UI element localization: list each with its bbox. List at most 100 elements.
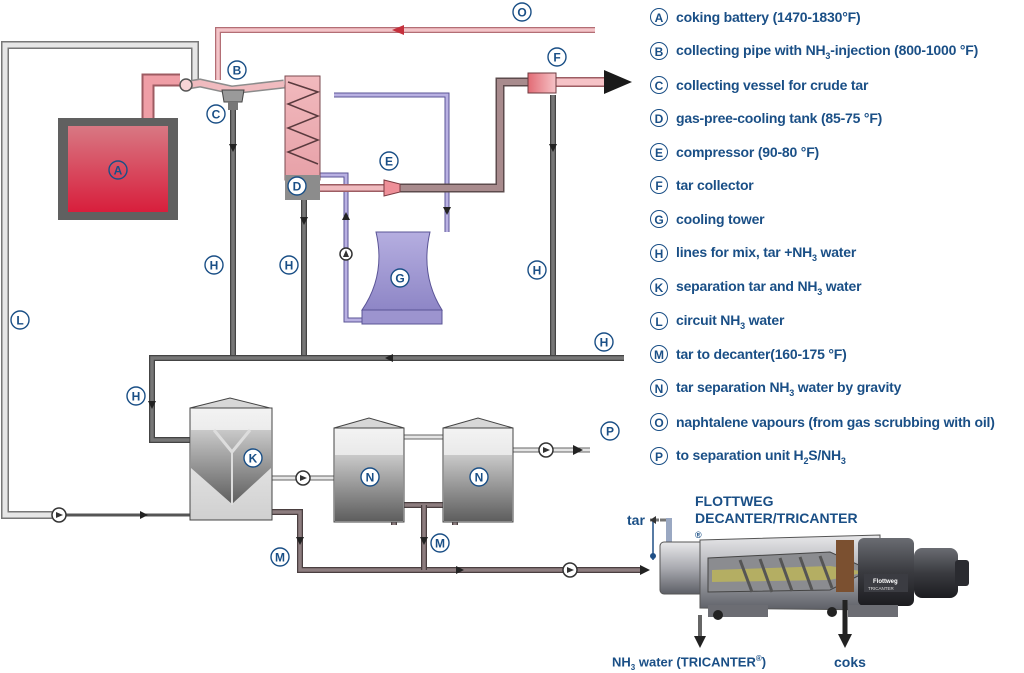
legend-text-h: lines for mix, tar +NH3 water (676, 243, 857, 263)
tar-collector-f (527, 72, 557, 94)
label-letter-a-1: A (114, 164, 123, 178)
label-circle-e-1 (379, 151, 399, 171)
separation-tank-k (189, 397, 273, 521)
label-letter-k-1: K (249, 452, 258, 466)
label-circle-o-1 (512, 2, 532, 22)
legend-text-p: to separation unit H2S/NH3 (676, 446, 846, 466)
label-letter-h-3: H (533, 264, 542, 278)
nh3-water-output-label: NH3 water (TRICANTER®) (612, 654, 767, 672)
legend-text-d: gas-pree-cooling tank (85-75 °F) (676, 110, 883, 126)
coks-output-label: coks (834, 654, 866, 670)
legend-item-l: L circuit NH3 water (650, 310, 784, 332)
legend-text-a: coking battery (1470-1830°F) (676, 9, 861, 25)
legend-text-g: cooling tower (676, 211, 765, 227)
label-letter-c-1: C (212, 108, 221, 122)
o-naphtalene-pipe (215, 25, 595, 80)
label-circle-m-2 (430, 533, 450, 553)
machine-brand: Flottweg (873, 579, 898, 585)
decanter-title: FLOTTWEG DECANTER/TRICANTER® (695, 493, 858, 548)
label-letter-h-5: H (132, 390, 141, 404)
decanter-title-line2: DECANTER/TRICANTER® (695, 510, 858, 540)
legend-marker-e: E (650, 143, 668, 161)
legend-item-n: N tar separation NH3 water by gravity (650, 377, 901, 399)
legend-marker-b: B (650, 42, 668, 60)
flottweg-decanter: Flottweg TRICANTER (650, 516, 969, 648)
l-circuit-pump (51, 507, 67, 523)
label-letter-o-1: O (517, 6, 526, 20)
legend-text-e: compressor (90-80 °F) (676, 144, 820, 160)
label-circle-g-1 (390, 268, 410, 288)
legend-text-f: tar collector (676, 177, 754, 193)
p-outlet-pump (538, 442, 554, 458)
tar-output-label: tar (627, 512, 645, 528)
legend-marker-h: H (650, 244, 668, 262)
l-circuit-pipe (1, 41, 199, 519)
gravity-tank-n2 (442, 417, 514, 523)
legend-item-o: O naphtalene vapours (from gas scrubbing… (650, 411, 995, 433)
collecting-vessel-c (221, 89, 245, 110)
legend-marker-m: M (650, 345, 668, 363)
label-circle-c-1 (206, 104, 226, 124)
decanter-title-line1: FLOTTWEG (695, 493, 774, 509)
legend-text-c: collecting vessel for crude tar (676, 77, 869, 93)
legend-marker-d: D (650, 109, 668, 127)
label-circle-h-2 (279, 255, 299, 275)
label-letter-e-1: E (385, 155, 393, 169)
machine-model: TRICANTER (868, 586, 895, 591)
label-letter-h-2: H (285, 259, 294, 273)
label-circle-d-1 (287, 176, 307, 196)
label-circle-b-1 (227, 60, 247, 80)
legend-text-l: circuit NH3 water (676, 311, 785, 331)
label-circle-h-1 (204, 255, 224, 275)
label-letter-h-4: H (600, 336, 609, 350)
legend-marker-l: L (650, 312, 668, 330)
label-circle-h-4 (594, 332, 614, 352)
legend-marker-n: N (650, 379, 668, 397)
legend-item-h: H lines for mix, tar +NH3 water (650, 242, 856, 264)
collecting-pipe (179, 78, 285, 95)
label-circle-k-1 (243, 448, 263, 468)
label-letter-b-1: B (233, 64, 242, 78)
legend-item-e: E compressor (90-80 °F) (650, 141, 819, 163)
legend-text-k: separation tar and NH3 water (676, 277, 862, 297)
legend-marker-o: O (650, 413, 668, 431)
label-circle-f-1 (547, 47, 567, 67)
label-circle-m-1 (270, 547, 290, 567)
legend-marker-k: K (650, 278, 668, 296)
cooling-pump (339, 247, 353, 261)
coking-battery-a (58, 118, 178, 220)
label-letter-h-1: H (210, 259, 219, 273)
gas-line-to-tar-collector (320, 70, 632, 193)
legend-text-m: tar to decanter(160-175 °F) (676, 346, 847, 362)
label-letter-f-1: F (553, 51, 560, 65)
legend-item-p: P to separation unit H2S/NH3 (650, 445, 846, 467)
label-circle-n-2 (469, 467, 489, 487)
label-circle-l-1 (10, 310, 30, 330)
label-letter-l-1: L (16, 314, 23, 328)
label-circle-h-3 (527, 260, 547, 280)
label-letter-m-1: M (275, 551, 285, 565)
label-circle-a-1 (108, 160, 128, 180)
hot-gas-riser (141, 73, 180, 118)
k-to-n-pump (295, 470, 311, 486)
label-letter-m-2: M (435, 537, 445, 551)
legend-item-c: C collecting vessel for crude tar (650, 74, 868, 96)
label-letter-p-1: P (606, 425, 614, 439)
legend-marker-a: A (650, 8, 668, 26)
legend-text-n: tar separation NH3 water by gravity (676, 378, 902, 398)
label-letter-n-1: N (366, 471, 375, 485)
m-decanter-pump (562, 562, 578, 578)
legend-item-g: G cooling tower (650, 208, 765, 230)
label-circle-n-1 (360, 467, 380, 487)
legend-marker-p: P (650, 447, 668, 465)
label-letter-g-1: G (395, 272, 404, 286)
legend-item-k: K separation tar and NH3 water (650, 276, 862, 298)
legend-item-f: F tar collector (650, 174, 754, 196)
legend-text-b: collecting pipe with NH3-injection (800-… (676, 41, 979, 61)
legend-item-d: D gas-pree-cooling tank (85-75 °F) (650, 107, 882, 129)
compressor-e (383, 179, 401, 197)
legend-text-o: naphtalene vapours (from gas scrubbing w… (676, 414, 995, 430)
legend-item-a: A coking battery (1470-1830°F) (650, 6, 861, 28)
